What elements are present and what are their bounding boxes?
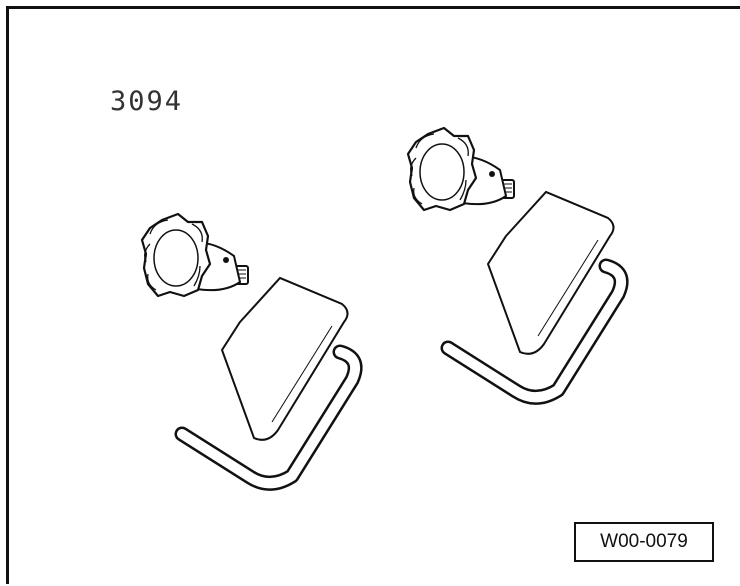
reference-code-box: W00-0079	[574, 522, 714, 562]
clamp-tool-icon-left	[142, 214, 355, 483]
clamp-tool-icon-right	[408, 128, 621, 397]
part-number-label: 3094	[110, 86, 184, 117]
figure-frame	[6, 6, 740, 584]
reference-code-label: W00-0079	[600, 531, 688, 552]
